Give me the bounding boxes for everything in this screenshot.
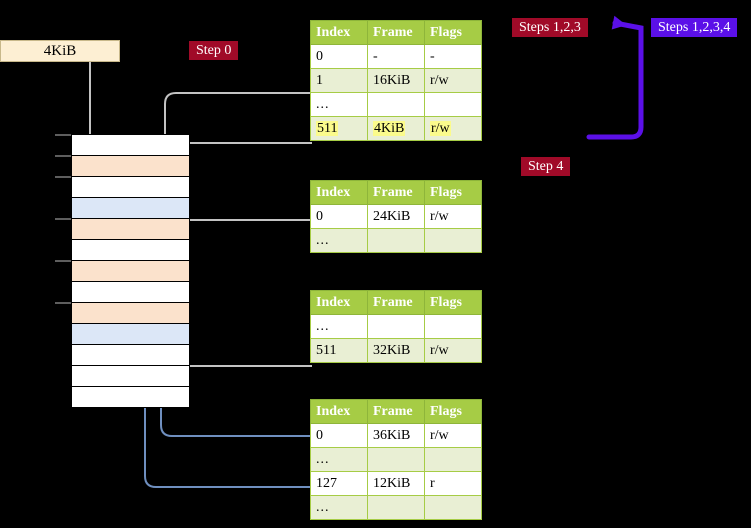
memory-frame-row [71,281,190,303]
flags-cell [424,228,482,253]
frame-cell: 36KiB [367,423,425,448]
index-cell: ... [310,447,368,472]
col-header-index: Index [310,180,368,205]
col-header-frame: Frame [367,290,425,315]
frame-cell: 32KiB [367,338,425,363]
badge-steps-123: Steps 1,2,3 [512,18,588,37]
col-header-frame: Frame [367,399,425,424]
frame-cell: 16KiB [367,68,425,93]
table-row: ... [310,228,482,253]
index-cell: ... [310,228,368,253]
wire-l0-row511-to-memory [178,142,312,161]
memory-frame-row [71,323,190,345]
flags-cell: - [424,44,482,69]
flags-cell [424,314,482,339]
memory-frame-row [71,155,190,177]
col-header-flags: Flags [424,20,482,45]
flags-cell [424,447,482,472]
table-row: ... [310,495,482,520]
highlighted-value: 511 [316,120,339,136]
badge-steps-1234: Steps 1,2,3,4 [651,18,738,37]
memory-frame-tick [55,134,71,136]
index-cell: 0 [310,204,368,229]
col-header-flags: Flags [424,290,482,315]
frame-cell: 12KiB [367,471,425,496]
memory-frame-row [71,386,190,408]
index-cell: 511 [310,338,368,363]
table-row: 511 4KiB r/w [310,116,482,141]
flags-cell [424,495,482,520]
index-cell: ... [310,92,368,117]
memory-frame-row [71,218,190,240]
memory-frame-row [71,260,190,282]
index-cell: 0 [310,423,368,448]
frame-cell: 24KiB [367,204,425,229]
col-header-index: Index [310,290,368,315]
memory-frame-row [71,365,190,387]
frame-cell [367,228,425,253]
flags-cell: r/w [424,338,482,363]
index-cell: ... [310,314,368,339]
index-cell: 0 [310,44,368,69]
table-row: ... [310,314,482,339]
index-cell: 511 [310,116,368,141]
memory-frame-row [71,197,190,219]
frame-cell [367,447,425,472]
memory-frame-tick [55,218,71,220]
badge-step-0: Step 0 [189,41,239,60]
frame-cell [367,495,425,520]
flags-cell: r [424,471,482,496]
highlighted-value: r/w [430,120,451,136]
table-row: 0-- [310,44,482,69]
flags-cell [424,92,482,117]
wire-steps-loop-arrow [586,15,644,140]
table-row: ... [310,447,482,472]
memory-frame-tick [55,176,71,178]
memory-frame-row [71,239,190,261]
wire-memory-to-l2-row511 [172,308,312,367]
memory-frame-tick [55,302,71,304]
highlighted-value: 4KiB [373,120,406,136]
flags-cell: r/w [424,68,482,93]
col-header-flags: Flags [424,180,482,205]
index-cell: 127 [310,471,368,496]
flags-cell: r/w [424,204,482,229]
table-row: ... [310,92,482,117]
frame-cell [367,314,425,339]
memory-frame-row [71,134,190,156]
memory-frame-row [71,176,190,198]
col-header-index: Index [310,399,368,424]
wire-l1-row0-to-memory [178,219,312,260]
flags-cell: r/w [424,423,482,448]
physical-memory-column [55,134,190,415]
col-header-frame: Frame [367,180,425,205]
badge-step-4: Step 4 [521,157,571,176]
memory-frame-tick [55,260,71,262]
frame-cell: 4KiB [367,116,425,141]
flags-cell: r/w [424,116,482,141]
frame-cell: - [367,44,425,69]
frame-cell [367,92,425,117]
col-header-frame: Frame [367,20,425,45]
col-header-flags: Flags [424,399,482,424]
index-cell: 1 [310,68,368,93]
memory-frame-row [71,302,190,324]
index-cell: ... [310,495,368,520]
memory-frame-tick [55,155,71,157]
memory-frame-row [71,344,190,366]
size-label-4kib: 4KiB [0,40,120,62]
col-header-index: Index [310,20,368,45]
